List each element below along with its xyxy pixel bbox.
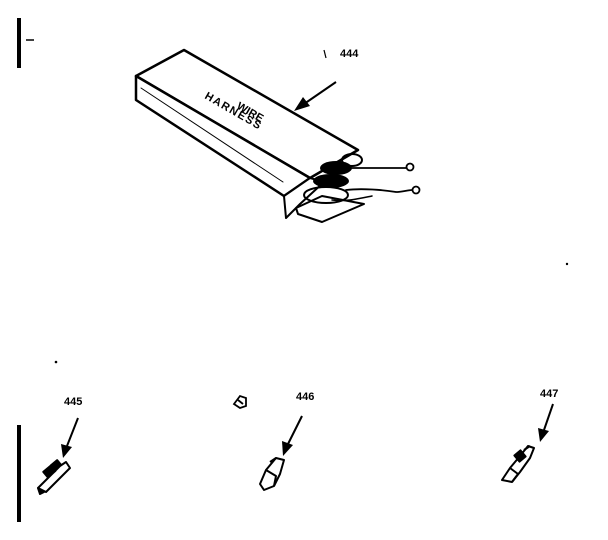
callout-444-arrowhead	[294, 97, 310, 111]
callout-445-leader	[66, 417, 79, 447]
callout-447-label: 447	[540, 388, 558, 400]
callout-445-arrowhead	[61, 444, 72, 458]
terminal-445: 445	[37, 396, 82, 495]
wire-coil	[303, 153, 363, 204]
wire-harness-box	[134, 48, 421, 223]
callout-446-leader	[287, 415, 303, 445]
callout-447-arrowhead	[538, 428, 549, 442]
callout-444: 444	[294, 48, 359, 111]
ring-terminal-upper	[405, 162, 415, 172]
left-border-marks	[17, 18, 569, 522]
callout-445-label: 445	[64, 396, 82, 408]
terminal-446: 446	[259, 391, 314, 491]
callout-444-leader	[303, 81, 337, 105]
callout-446-arrowhead	[282, 441, 293, 456]
terminal-445-part	[37, 459, 71, 495]
terminal-447-part	[501, 445, 535, 483]
small-clip	[232, 394, 247, 409]
wire-lead-lower	[345, 188, 413, 193]
terminal-447: 447	[501, 388, 558, 483]
terminal-446-part	[259, 457, 285, 491]
ring-terminal-lower	[411, 185, 421, 195]
callout-447-leader	[543, 403, 554, 431]
callout-444-label: 444	[340, 48, 359, 60]
callout-446-label: 446	[296, 391, 314, 403]
